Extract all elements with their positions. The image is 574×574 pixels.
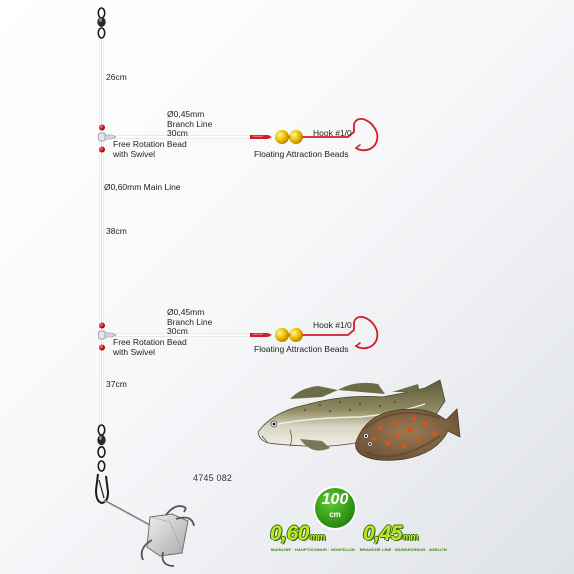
branch-line-unit: mm xyxy=(402,532,419,542)
attraction-bead-icon xyxy=(289,130,303,144)
branch-length: 30cm xyxy=(167,128,188,138)
rotation-bead-label: Free Rotation Bead with Swivel xyxy=(113,337,187,357)
stopper-bead-lower xyxy=(99,344,105,351)
stopper-bead-upper xyxy=(99,322,105,329)
beads-label: Floating Attraction Beads xyxy=(254,344,349,354)
plaice-fish-icon xyxy=(355,408,461,461)
branch-diameter: Ø0,45mm xyxy=(167,307,205,317)
product-code: 4745 082 xyxy=(193,473,233,483)
length-number: 100 xyxy=(321,491,349,508)
hook-label: Hook #1/0 xyxy=(313,320,352,330)
branch-length: 30cm xyxy=(167,326,188,336)
segment-length-bottom: 37cm xyxy=(106,379,127,389)
segment-length-middle: 38cm xyxy=(106,226,127,236)
branch-line-spec: Ø0,45mm Branch Line 30cm xyxy=(167,109,213,139)
rotation-swivel-icon xyxy=(98,132,117,142)
top-swivel-icon xyxy=(97,7,106,39)
rotation-swivel-icon xyxy=(98,330,117,340)
branch-1 xyxy=(98,117,379,153)
length-badge xyxy=(313,486,357,530)
beads-label: Floating Attraction Beads xyxy=(254,149,349,159)
hook-label: Hook #1/0 xyxy=(313,128,352,138)
branch-2 xyxy=(98,315,379,351)
length-unit: cm xyxy=(329,510,341,519)
mainline-unit: mm xyxy=(309,532,326,542)
branch-line-caption: BRANCHE LINE · MUNDSCHNUR · ASELIJN xyxy=(360,547,447,552)
mainline-diameter: 0,60mm xyxy=(270,522,325,546)
stopper-bead-upper xyxy=(99,124,105,131)
stopper-bead-lower xyxy=(99,146,105,153)
attraction-bead-icon xyxy=(275,328,289,342)
rotation-bead-line1: Free Rotation Bead xyxy=(113,139,187,149)
rotation-bead-line1: Free Rotation Bead xyxy=(113,337,187,347)
length-badge-text: 100 cm xyxy=(314,487,356,529)
attraction-bead-icon xyxy=(275,130,289,144)
branch-diameter: Ø0,45mm xyxy=(167,109,205,119)
snap-clip-icon xyxy=(94,473,110,505)
segment-length-top: 26cm xyxy=(106,72,127,82)
rotation-bead-line2: with Swivel xyxy=(113,148,156,159)
main-line-label: Ø0,60mm Main Line xyxy=(104,182,181,192)
sinker-icon xyxy=(103,499,195,567)
hook-snood-icon xyxy=(250,333,272,337)
mainline-caption: MAINLINE · HAUPTSCHNUR · HOOFDLIJN xyxy=(271,547,355,552)
mainline-value: 0,60 xyxy=(270,522,309,545)
bottom-swivel-icon xyxy=(97,424,106,472)
branch-name: Branch Line xyxy=(167,118,213,129)
branch-name: Branch Line xyxy=(167,316,213,327)
rotation-bead-line2: with Swivel xyxy=(113,346,156,357)
attraction-bead-icon xyxy=(289,328,303,342)
branch-line-value: 0,45 xyxy=(363,522,402,545)
hook-icon xyxy=(302,315,379,350)
branch-line-spec: Ø0,45mm Branch Line 30cm xyxy=(167,307,213,337)
hook-snood-icon xyxy=(250,135,272,139)
rotation-bead-label: Free Rotation Bead with Swivel xyxy=(113,139,187,159)
hook-icon xyxy=(302,117,379,152)
branch-line-diameter: 0,45mm xyxy=(363,522,418,546)
